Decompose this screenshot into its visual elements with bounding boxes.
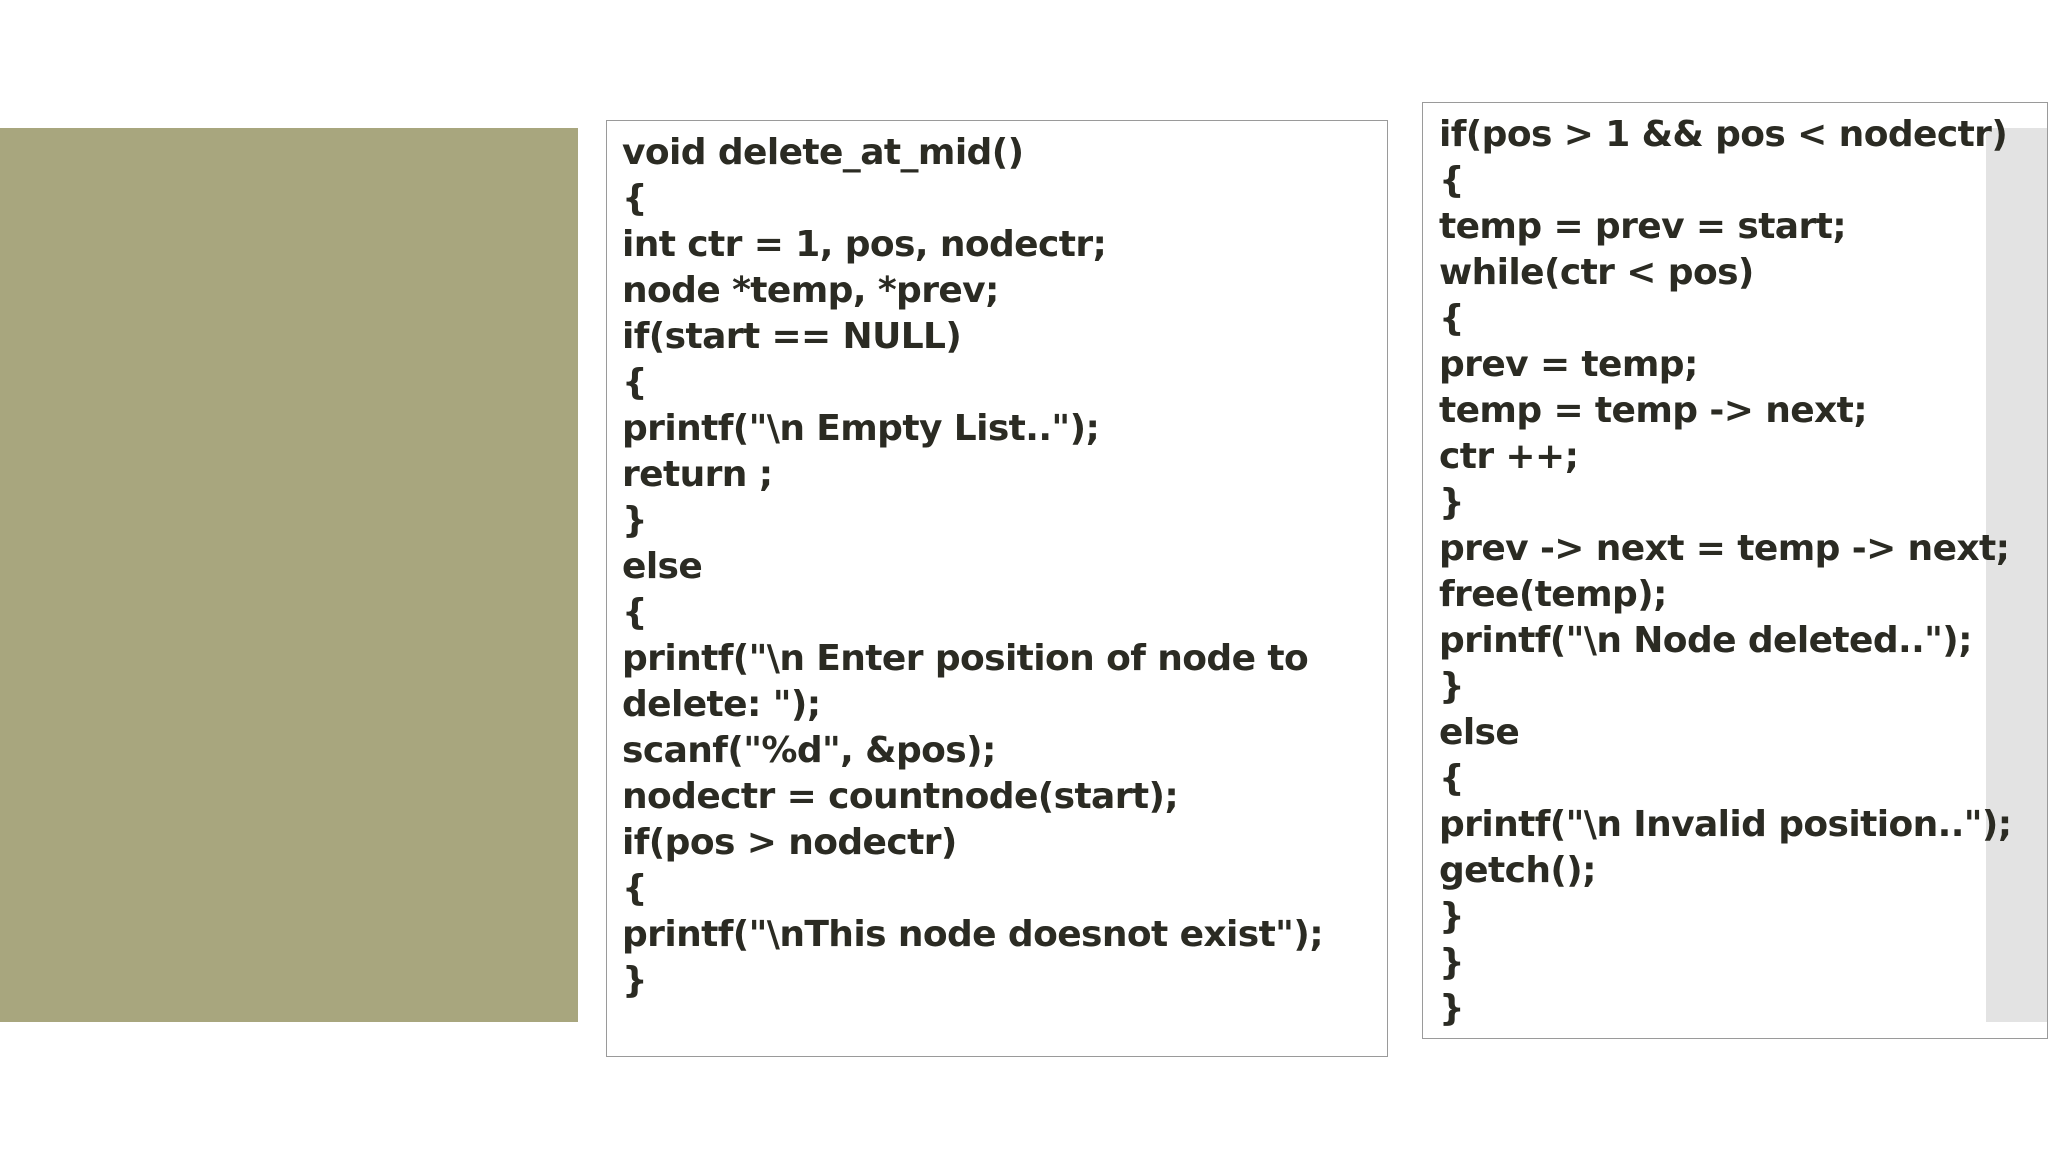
code-line: temp = prev = start; (1439, 206, 1847, 247)
code-line: { (622, 868, 648, 909)
code-line: } (1439, 666, 1465, 707)
code-line: void delete_at_mid() (622, 132, 1024, 173)
code-line: else (622, 546, 703, 587)
code-line: else (1439, 712, 1520, 753)
code-line: } (1439, 988, 1465, 1029)
code-line: printf("\n Enter position of node to (622, 638, 1309, 679)
code-line: { (622, 362, 648, 403)
code-line: free(temp); (1439, 574, 1667, 615)
code-lines-left: void delete_at_mid() { int ctr = 1, pos,… (622, 130, 1387, 1004)
code-line: prev = temp; (1439, 344, 1698, 385)
code-line: printf("\nThis node doesnot exist"); (622, 914, 1324, 955)
code-line: printf("\n Invalid position.."); (1439, 804, 2012, 845)
right-gray-strip (1986, 128, 2048, 1022)
code-line: nodectr = countnode(start); (622, 776, 1179, 817)
code-line: } (622, 500, 648, 541)
code-line: scanf("%d", &pos); (622, 730, 996, 771)
code-line: node *temp, *prev; (622, 270, 999, 311)
code-line: int ctr = 1, pos, nodectr; (622, 224, 1107, 265)
code-line: temp = temp -> next; (1439, 390, 1868, 431)
code-line: if(pos > 1 && pos < nodectr) (1439, 114, 2008, 155)
code-line: { (622, 592, 648, 633)
code-line: prev -> next = temp -> next; (1439, 528, 2010, 569)
code-line: { (622, 178, 648, 219)
code-line: } (1439, 482, 1465, 523)
code-line: { (1439, 758, 1465, 799)
code-line: } (1439, 942, 1465, 983)
code-line: { (1439, 160, 1465, 201)
code-lines-right: if(pos > 1 && pos < nodectr) { temp = pr… (1439, 112, 2047, 1032)
code-box-right: if(pos > 1 && pos < nodectr) { temp = pr… (1422, 102, 2048, 1039)
code-line: { (1439, 298, 1465, 339)
code-line: printf("\n Empty List.."); (622, 408, 1100, 449)
code-box-left: void delete_at_mid() { int ctr = 1, pos,… (606, 120, 1388, 1057)
code-line: printf("\n Node deleted.."); (1439, 620, 1973, 661)
code-line: ctr ++; (1439, 436, 1579, 477)
code-line: } (1439, 896, 1465, 937)
code-line: delete: "); (622, 684, 821, 725)
code-line: while(ctr < pos) (1439, 252, 1754, 293)
code-line: if(start == NULL) (622, 316, 962, 357)
code-line: return ; (622, 454, 773, 495)
code-line: getch(); (1439, 850, 1596, 891)
code-line: } (622, 960, 648, 1001)
accent-color-block (0, 128, 578, 1022)
code-line: if(pos > nodectr) (622, 822, 957, 863)
